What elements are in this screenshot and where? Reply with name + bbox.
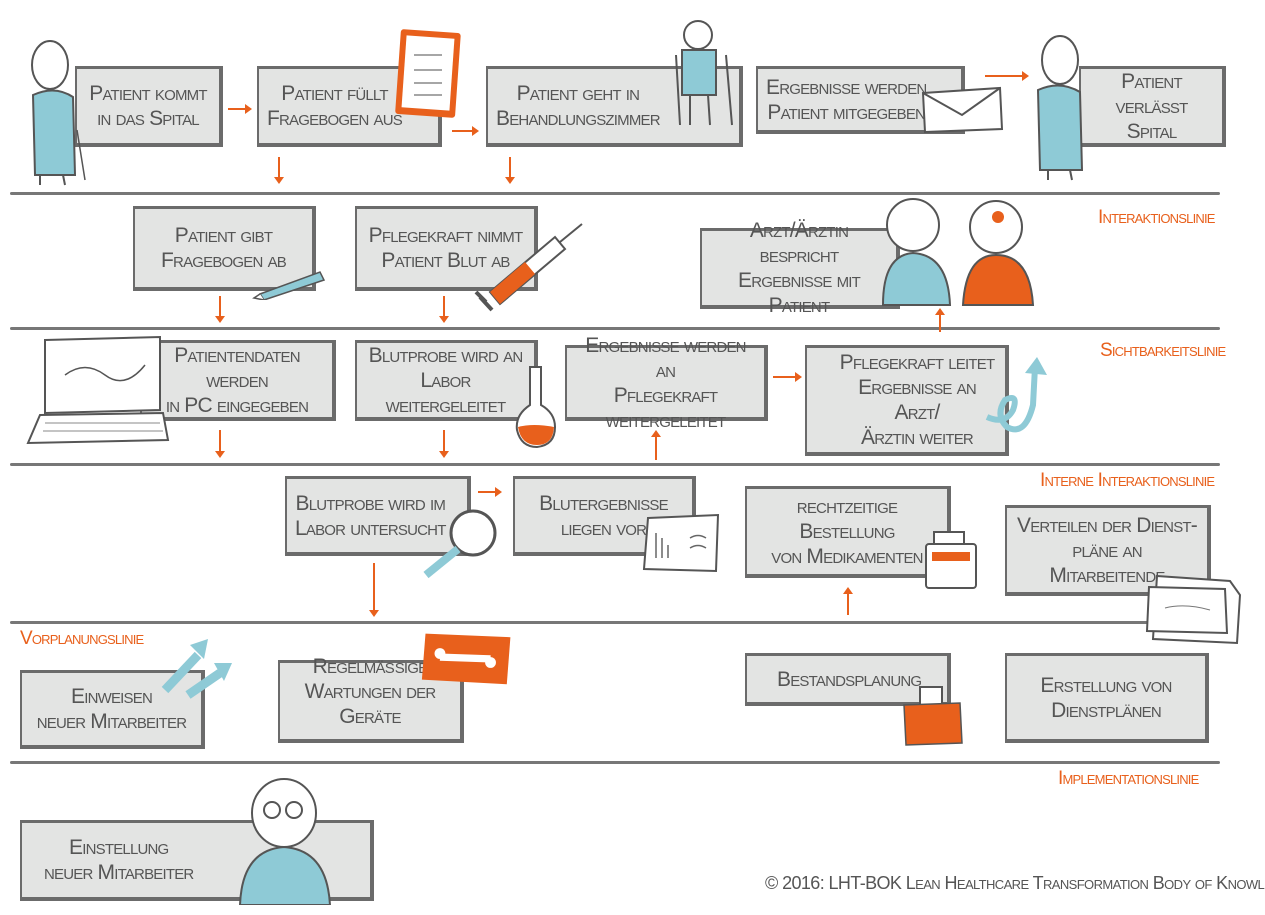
- copyright-notice: © 2016: LHT-BOK Lean Healthcare Transfor…: [765, 873, 1265, 893]
- label-sichtbarkeitslinie: Sichtbarkeitslinie: [1100, 340, 1226, 361]
- medicine-bottle-icon: [925, 531, 977, 589]
- arrow-up: [843, 587, 853, 615]
- arrow-right: [773, 372, 802, 382]
- arrow-right: [452, 126, 479, 136]
- doctor-patient-icon: [881, 198, 1035, 306]
- flask-icon: [515, 366, 557, 449]
- step-text: Arzt/Ärztin bespricht Ergebnisse mit Pat…: [738, 219, 861, 317]
- patient-figure-icon: [31, 40, 86, 186]
- step-bestandsplanung: Bestandsplanung: [745, 653, 951, 706]
- step-arzt-bespricht: Arzt/Ärztin bespricht Ergebnisse mit Pat…: [700, 219, 900, 317]
- syringe-icon: [474, 223, 583, 312]
- arrow-down: [215, 296, 225, 323]
- arrow-right: [985, 71, 1029, 81]
- label-vorplanungslinie: Vorplanungslinie: [20, 628, 144, 649]
- step-text: Blutprobe wird im Labor untersucht: [295, 491, 446, 540]
- label-interne-interaktionslinie: Interne Interaktionslinie: [1040, 470, 1215, 491]
- arrow-down: [369, 563, 379, 617]
- step-text: Patient füllt Fragebogen aus: [267, 82, 403, 130]
- laptop-icon: [26, 335, 170, 445]
- arrow-up: [935, 308, 945, 332]
- patient-leaving-icon: [1036, 35, 1084, 181]
- step-einweisen: Einweisen neuer Mitarbeiter: [20, 670, 205, 749]
- growth-arrows-icon: [161, 639, 232, 699]
- step-text: Patient verlässt Spital: [1115, 69, 1189, 143]
- stock-box-icon: [903, 686, 963, 746]
- label-implementationslinie: Implementationslinie: [1058, 768, 1199, 789]
- arrow-down: [439, 430, 449, 458]
- vorplanungslinie: [10, 621, 1220, 624]
- sichtbarkeitslinie: [10, 327, 1220, 330]
- step-labor-untersucht: Blutprobe wird im Labor untersucht: [285, 476, 471, 556]
- arrow-right: [478, 487, 502, 497]
- arrow-right: [228, 104, 252, 114]
- interaktionslinie: [10, 192, 1220, 195]
- clipboard-icon: [395, 29, 461, 118]
- step-ergebnisse-an-pflegekraft: Ergebnisse werden an Pflegekraft weiterg…: [565, 334, 768, 432]
- step-text: Pflegekraft nimmt Patient Blut ab: [368, 224, 524, 272]
- step-text: Einstellung neuer Mitarbeiter: [44, 836, 194, 884]
- magnifier-icon: [423, 509, 497, 579]
- step-pflegekraft-leitet: Pflegekraft leitet Ergebnisse an Arzt/ Ä…: [805, 345, 1009, 456]
- step-text: rechtzeitige Bestellung von Medikamenten: [771, 495, 923, 568]
- envelope-icon: [921, 86, 1004, 134]
- xray-tablet-icon: [421, 633, 511, 685]
- step-text: Patientendaten werden in PC eingegeben: [165, 343, 309, 417]
- arrow-down: [274, 157, 284, 184]
- implementationslinie: [10, 761, 1220, 764]
- patient-crutches-icon: [675, 20, 733, 126]
- step-text: Erstellung von Dienstplänen: [1040, 673, 1172, 722]
- pencil-icon: [252, 271, 326, 300]
- arrow-down: [215, 430, 225, 458]
- return-arrow-icon: [985, 357, 1047, 433]
- step-patientendaten: Patientendaten werden in PC eingegeben: [140, 340, 336, 421]
- step-text: Patient geht in Behandlungszimmer: [496, 82, 661, 130]
- step-text: Verteilen der Dienst- pläne an Mitarbeit…: [1017, 513, 1198, 587]
- step-text: Ergebnisse werden Patient mitgegeben: [766, 75, 927, 124]
- step-text: Blutprobe wird an Labor weitergeleitet: [368, 343, 524, 417]
- arrow-down: [439, 296, 449, 323]
- label-interaktionslinie: Interaktionslinie: [1098, 207, 1215, 228]
- step-text: Einweisen neuer Mitarbeiter: [36, 685, 187, 733]
- new-employee-icon: [238, 778, 332, 905]
- step-text: Blutergebnisse liegen vor: [539, 491, 668, 540]
- step-text: Patient kommt in das Spital: [89, 82, 207, 130]
- step-text: Patient gibt Fragebogen ab: [161, 224, 287, 272]
- step-blutprobe-weiterleiten: Blutprobe wird an Labor weitergeleitet: [355, 340, 538, 421]
- step-text: Pflegekraft leitet Ergebnisse an Arzt/ Ä…: [839, 351, 995, 449]
- step-medikamente-bestellen: rechtzeitige Bestellung von Medikamenten: [745, 486, 951, 578]
- lab-results-paper-icon: [642, 513, 720, 573]
- step-patient-kommt: Patient kommt in das Spital: [75, 66, 223, 147]
- schedule-papers-icon: [1145, 574, 1242, 645]
- step-text: Bestandsplanung: [777, 667, 922, 691]
- step-patient-verlaesst: Patient verlässt Spital: [1079, 66, 1226, 147]
- interne-interaktionslinie: [10, 463, 1220, 466]
- step-text: Regelmäßige Wartungen der Geräte: [304, 655, 437, 728]
- step-wartungen: Regelmäßige Wartungen der Geräte: [278, 655, 464, 743]
- step-dienstplaene-erstellen: Erstellung von Dienstplänen: [1005, 653, 1209, 743]
- step-fragebogen-abgeben: Patient gibt Fragebogen ab: [133, 206, 316, 291]
- arrow-up: [651, 430, 661, 460]
- arrow-down: [505, 157, 515, 184]
- step-text: Ergebnisse werden an Pflegekraft weiterg…: [585, 333, 746, 432]
